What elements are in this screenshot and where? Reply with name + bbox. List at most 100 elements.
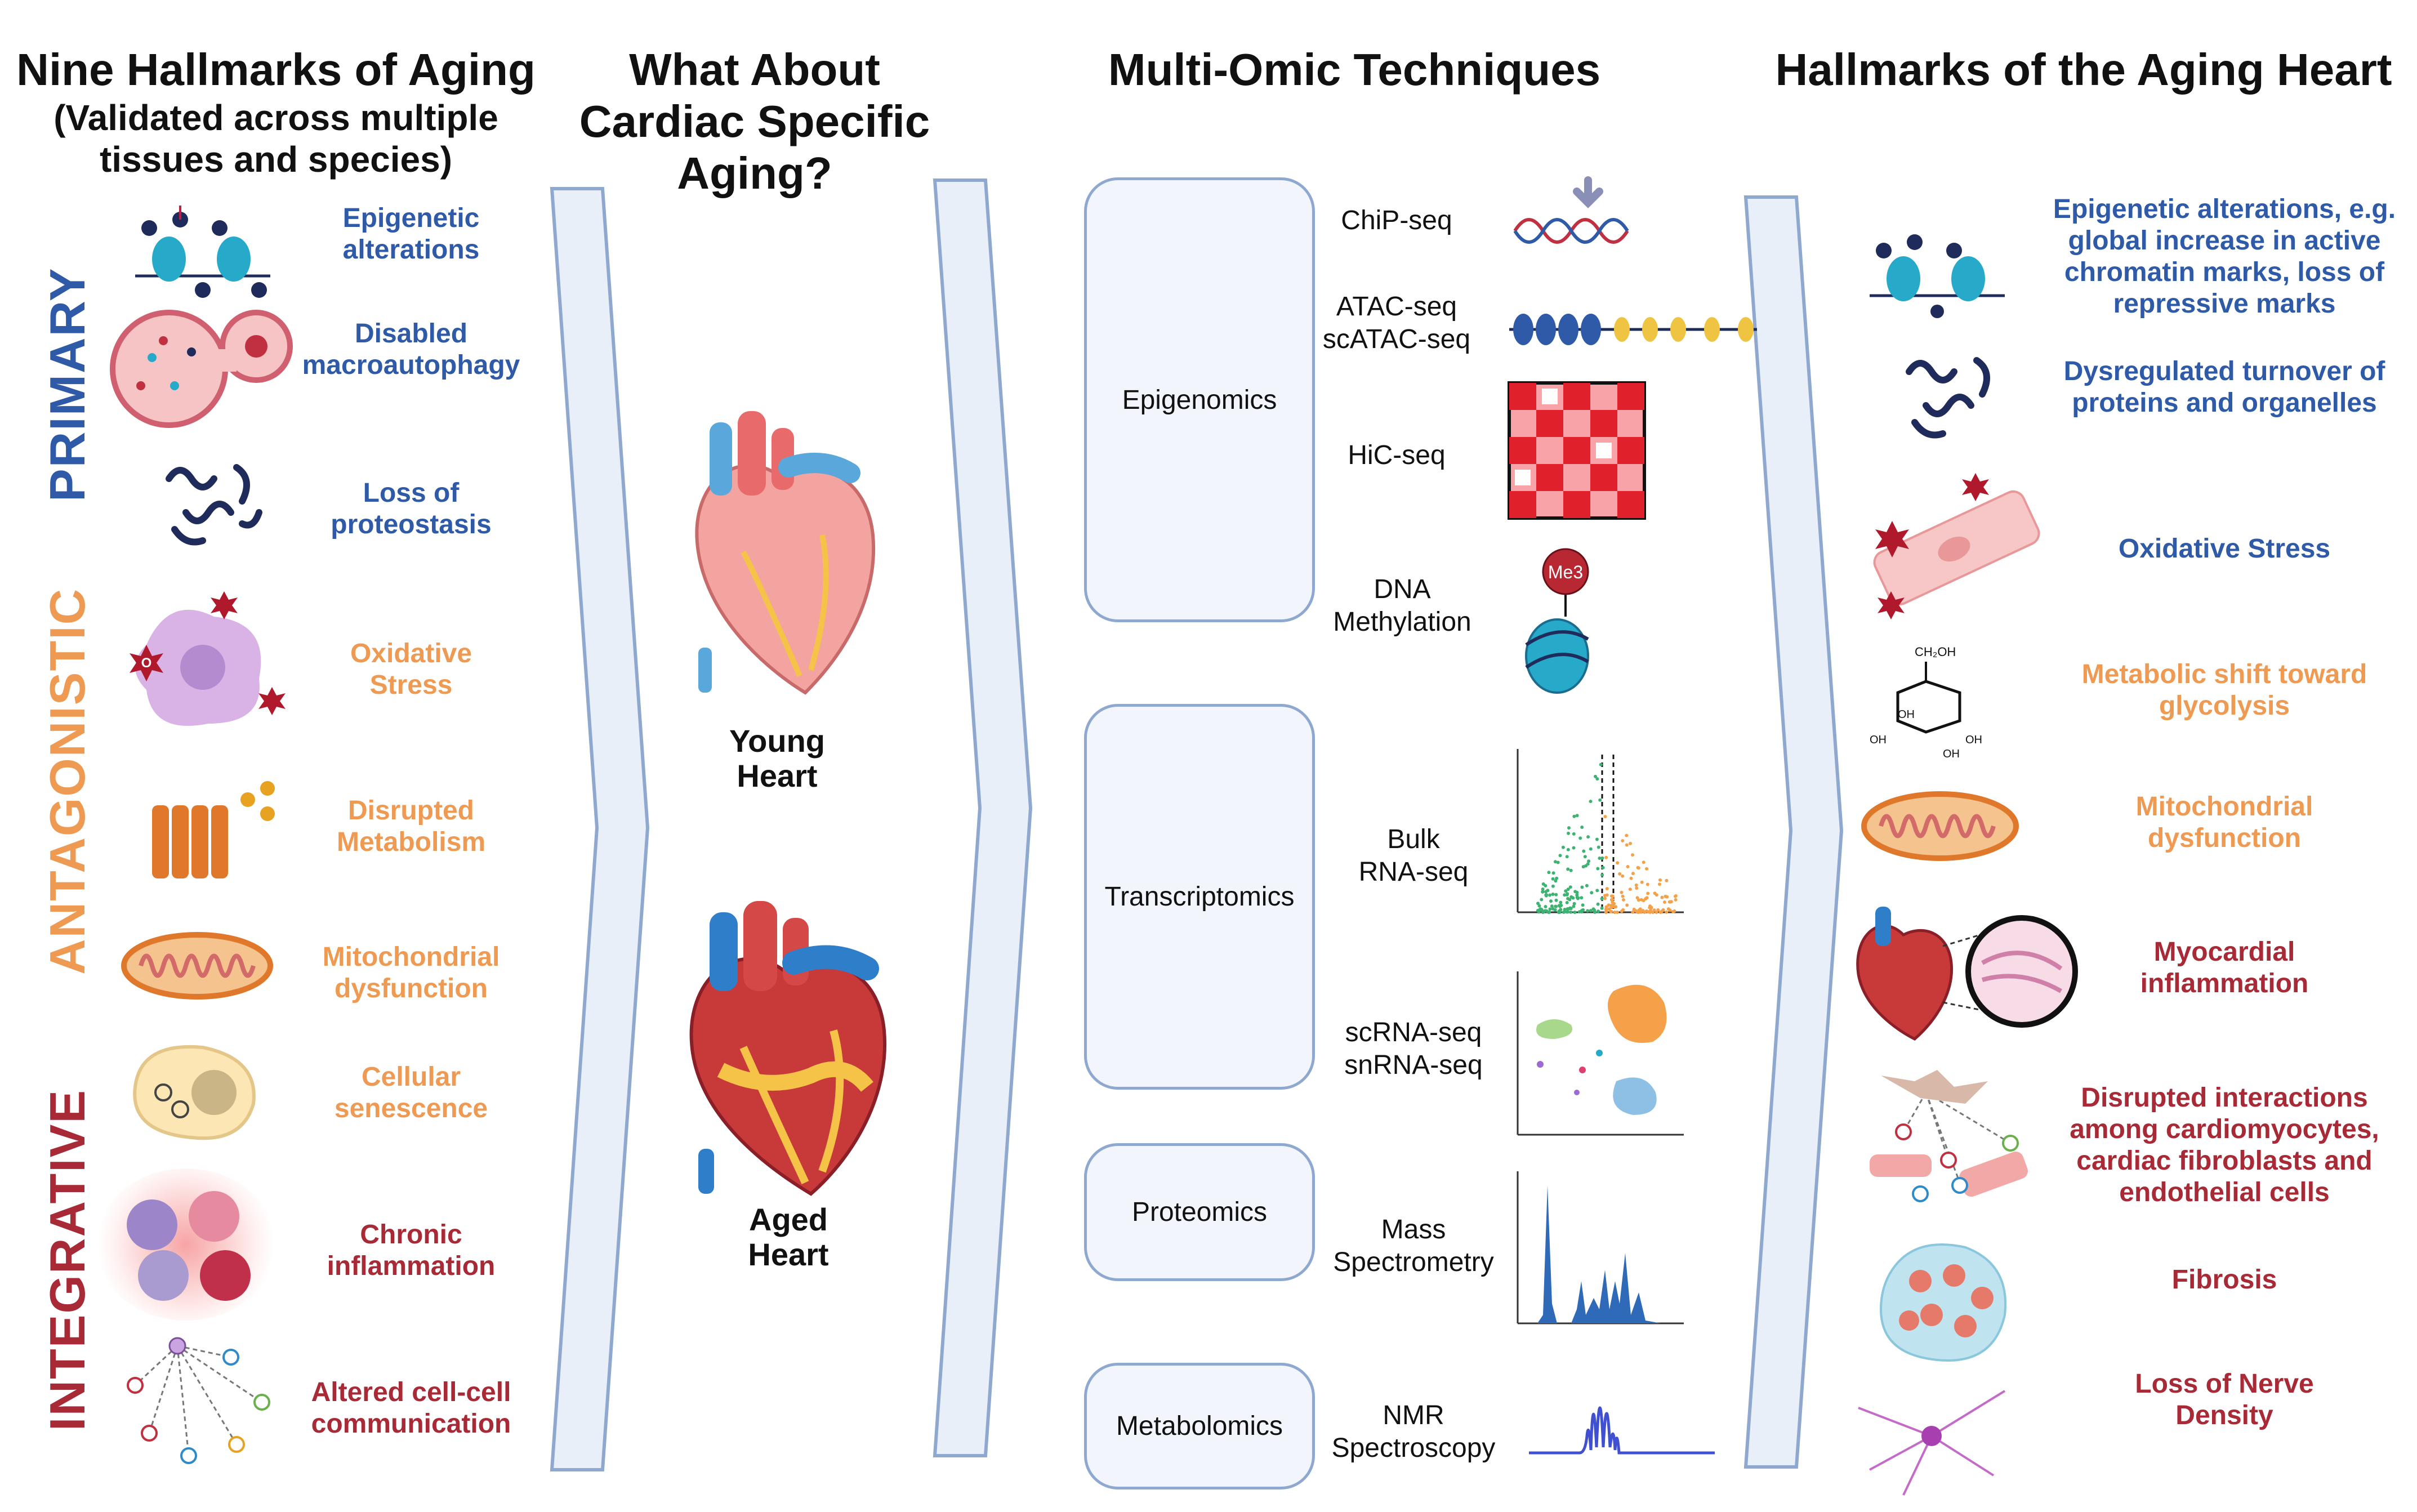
volcano-point-up	[1642, 860, 1645, 864]
volcano-point-up	[1659, 910, 1663, 914]
volcano-point-down	[1600, 906, 1604, 910]
hallmark-mitochondrial-label: Mitochondrial dysfunction	[322, 942, 500, 1003]
volcano-point-down	[1567, 831, 1570, 835]
volcano-point-down	[1596, 902, 1600, 906]
hallmark-epigenetic-label: Epigenetic alterations	[342, 203, 480, 265]
volcano-point-down	[1597, 845, 1600, 849]
umap-plot-icon	[1517, 971, 1684, 1136]
volcano-point-down	[1572, 904, 1576, 908]
volcano-point-up	[1639, 898, 1643, 902]
volcano-point-down	[1573, 911, 1577, 914]
volcano-point-down	[1544, 884, 1548, 887]
volcano-point-up	[1634, 883, 1638, 887]
volcano-point-up	[1631, 872, 1635, 876]
volcano-point-up	[1622, 898, 1625, 902]
volcano-point-down	[1581, 903, 1585, 907]
category-antagonistic: ANTAGONISTIC	[39, 587, 95, 975]
volcano-point-up	[1621, 874, 1625, 878]
volcano-point-up	[1603, 897, 1607, 900]
volcano-point-up	[1629, 876, 1633, 880]
aging-heart-mitochondrial-label: Mitochondrial dysfunction	[2135, 792, 2313, 853]
methylated-nucleosome-icon: Me3	[1525, 548, 1589, 694]
o-radical-text: O	[141, 655, 152, 671]
volcano-point-up	[1655, 911, 1658, 914]
volcano-point-down	[1596, 867, 1600, 871]
autophagosome-icon	[110, 310, 293, 428]
proteomics-box: Proteomics	[1084, 1143, 1315, 1281]
cell-interaction-icon	[1870, 1070, 2028, 1202]
chevron-arrow-3	[1743, 195, 1844, 1469]
volcano-point-down	[1536, 902, 1540, 906]
col2-title-2: Cardiac Specific	[579, 96, 930, 146]
volcano-point-down	[1600, 856, 1604, 860]
volcano-point-down	[1554, 904, 1558, 908]
volcano-point-up	[1658, 882, 1661, 886]
young-heart-icon	[695, 411, 876, 695]
chevron-arrow-1	[550, 187, 650, 1471]
volcano-point-down	[1598, 798, 1602, 802]
volcano-point-up	[1605, 893, 1609, 897]
volcano-point-down	[1551, 871, 1555, 875]
volcano-point-up	[1656, 908, 1660, 912]
metabolomics-box: Metabolomics	[1084, 1363, 1315, 1489]
volcano-point-up	[1621, 894, 1625, 898]
technique-nmr-label: NMR Spectroscopy	[1331, 1401, 1496, 1463]
volcano-point-up	[1635, 896, 1639, 900]
volcano-point-up	[1625, 843, 1629, 847]
young-heart-label: Young Heart	[729, 723, 826, 793]
volcano-point-up	[1607, 903, 1611, 907]
volcano-plot-icon	[1517, 749, 1684, 914]
volcano-point-down	[1600, 897, 1604, 900]
nmr-spectrum-icon	[1529, 1406, 1715, 1455]
volcano-point-up	[1631, 853, 1635, 857]
volcano-point-down	[1541, 887, 1545, 891]
volcano-point-up	[1649, 906, 1653, 909]
volcano-point-down	[1554, 879, 1558, 883]
volcano-point-up	[1645, 896, 1649, 900]
hic-matrix-icon	[1508, 381, 1646, 520]
volcano-point-down	[1550, 904, 1554, 908]
heart-mitochondria-icon	[1861, 791, 2019, 861]
technique-scrna-label: scRNA-seq snRNA-seq	[1344, 1018, 1483, 1080]
volcano-point-down	[1595, 777, 1599, 781]
volcano-point-up	[1635, 886, 1639, 890]
volcano-point-down	[1575, 890, 1579, 894]
volcano-point-down	[1587, 859, 1591, 863]
volcano-point-down	[1556, 860, 1560, 864]
volcano-point-down	[1548, 907, 1552, 911]
volcano-point-up	[1613, 911, 1617, 914]
technique-bulk-rna-label: Bulk RNA-seq	[1358, 824, 1469, 887]
volcano-point-down	[1554, 898, 1558, 902]
glucose-molecule-icon: CH₂OH OH OH OH OH	[1870, 645, 1982, 760]
volcano-point-down	[1537, 904, 1541, 908]
chromatin-icon	[1509, 314, 1757, 345]
volcano-point-down	[1544, 894, 1548, 898]
volcano-point-up	[1660, 895, 1664, 899]
aged-heart-label: Aged Heart	[748, 1202, 829, 1272]
volcano-point-down	[1581, 908, 1585, 912]
volcano-point-down	[1563, 908, 1567, 911]
volcano-point-down	[1538, 908, 1542, 912]
volcano-point-up	[1645, 882, 1649, 886]
volcano-point-down	[1565, 893, 1569, 897]
col2-title-1: What About	[629, 44, 880, 95]
heart-nucleosome-icon	[1870, 234, 2005, 318]
volcano-point-up	[1645, 867, 1649, 871]
nerve-icon	[1858, 1390, 2006, 1496]
volcano-point-down	[1589, 847, 1593, 851]
chevron-arrow-2	[933, 179, 1033, 1457]
oh-text-3: OH	[1965, 734, 1982, 746]
volcano-point-up	[1632, 907, 1636, 911]
oxidative-stress-cell-icon: O	[130, 591, 286, 726]
volcano-point-up	[1618, 872, 1622, 876]
me3-text: Me3	[1548, 562, 1583, 582]
aging-heart-oxidative-label: Oxidative Stress	[2118, 534, 2331, 564]
heart-protein-aggregate-icon	[1906, 357, 1990, 439]
volcano-point-down	[1586, 909, 1590, 913]
volcano-point-up	[1628, 887, 1632, 891]
epigenomics-label: Epigenomics	[1122, 385, 1277, 415]
volcano-point-down	[1563, 893, 1567, 897]
volcano-point-down	[1562, 910, 1566, 914]
aged-heart-icon	[689, 901, 887, 1196]
volcano-point-down	[1554, 860, 1557, 864]
